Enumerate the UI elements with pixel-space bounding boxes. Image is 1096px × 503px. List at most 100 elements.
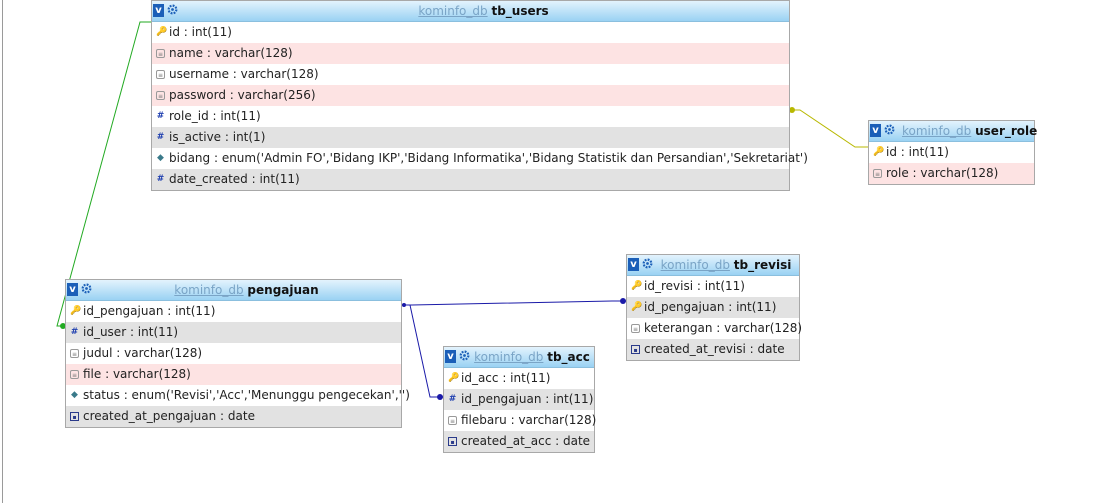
- table-header[interactable]: v kominfo_db tb_users: [152, 1, 789, 22]
- table-column-row[interactable]: ≡keterangan : varchar(128): [627, 318, 802, 339]
- table-header[interactable]: v kominfo_db tb_acc: [444, 347, 594, 368]
- database-name: kominfo_db: [902, 124, 972, 138]
- column-label: created_at_acc : date: [461, 434, 591, 448]
- column-label: created_at_revisi : date: [644, 342, 785, 356]
- table-tb-users[interactable]: v kominfo_db tb_users 🔑id : int(11) ≡ name…: [151, 0, 808, 191]
- collapse-toggle-icon[interactable]: v: [628, 258, 639, 271]
- table-header[interactable]: v kominfo_db user_role: [869, 121, 1038, 142]
- canvas-left-border: [2, 0, 3, 503]
- table-column-row[interactable]: ≡ judul : varchar(128): [66, 343, 401, 364]
- date-field-icon: ▪: [631, 345, 640, 354]
- table-name: tb_users: [491, 4, 549, 18]
- table-column-row[interactable]: # date_created : int(11): [152, 169, 789, 190]
- table-column-row[interactable]: 🔑id_acc : int(11): [444, 368, 594, 389]
- database-name: kominfo_db: [174, 283, 244, 297]
- table-title: kominfo_db tb_acc: [474, 350, 590, 364]
- collapse-toggle-icon[interactable]: v: [870, 124, 881, 137]
- column-list: 🔑id : int(11) ≡ name : varchar(128) ≡ userna…: [152, 22, 808, 190]
- column-label: id_revisi : int(11): [644, 279, 745, 293]
- column-label: is_active : int(1): [169, 130, 266, 144]
- table-header[interactable]: v kominfo_db pengajuan: [66, 280, 401, 301]
- table-tb-acc[interactable]: v kominfo_db tb_acc 🔑id_acc : int(11) # id…: [443, 346, 597, 453]
- column-list: 🔑id_acc : int(11) # id_pengajuan : int(11)…: [444, 368, 597, 452]
- table-name: user_role: [975, 124, 1038, 138]
- table-column-row[interactable]: ◆status : enum('Revisi','Acc','Menunggu …: [66, 385, 410, 406]
- column-label: role : varchar(128): [886, 166, 999, 180]
- table-column-row[interactable]: ≡ role : varchar(128): [869, 163, 1034, 184]
- collapse-toggle-icon[interactable]: v: [67, 283, 78, 296]
- column-label: username : varchar(128): [169, 67, 319, 81]
- table-column-row[interactable]: ≡password : varchar(256): [152, 85, 789, 106]
- numeric-field-icon: #: [156, 174, 165, 184]
- table-column-row[interactable]: ≡ filebaru : varchar(128): [444, 410, 597, 431]
- table-name: tb_revisi: [733, 258, 792, 272]
- relation-users-pengajuan-end: [60, 323, 66, 329]
- column-label: id_pengajuan : int(11): [83, 304, 216, 318]
- table-column-row[interactable]: ≡file : varchar(128): [66, 364, 401, 385]
- table-pengajuan[interactable]: v kominfo_db pengajuan 🔑id_pengajuan : i…: [65, 279, 410, 428]
- text-field-icon: ≡: [448, 416, 457, 425]
- column-label: id_acc : int(11): [461, 371, 551, 385]
- table-header[interactable]: v kominfo_db tb_revisi: [627, 255, 799, 276]
- table-name: pengajuan: [247, 283, 319, 297]
- collapse-toggle-icon[interactable]: v: [153, 4, 164, 17]
- table-column-row[interactable]: ▪ created_at_revisi : date: [627, 339, 799, 360]
- column-label: filebaru : varchar(128): [461, 413, 597, 427]
- column-label: judul : varchar(128): [83, 346, 203, 360]
- column-label: id : int(11): [169, 25, 232, 39]
- gear-icon[interactable]: [884, 124, 895, 135]
- table-column-row[interactable]: ▪created_at_acc : date: [444, 431, 594, 452]
- relation-pengajuan-revisi[interactable]: [402, 300, 626, 306]
- relation-pengajuan-acc[interactable]: [402, 304, 443, 398]
- column-label: id_pengajuan : int(11): [461, 392, 594, 406]
- gear-icon[interactable]: [642, 258, 653, 269]
- date-field-icon: ▪: [70, 412, 79, 421]
- primary-key-icon: 🔑: [156, 27, 168, 37]
- table-column-row[interactable]: 🔑id_revisi : int(11): [627, 276, 799, 297]
- table-column-row[interactable]: ◆bidang : enum('Admin FO','Bidang IKP','…: [152, 148, 808, 169]
- column-list: 🔑id : int(11) ≡ role : varchar(128): [869, 142, 1034, 184]
- table-column-row[interactable]: #id_user : int(11): [66, 322, 401, 343]
- table-column-row[interactable]: 🔑id_pengajuan : int(11): [627, 297, 799, 318]
- text-field-icon: ≡: [156, 49, 165, 58]
- collapse-toggle-icon[interactable]: v: [445, 350, 456, 363]
- table-tb-revisi[interactable]: v kominfo_db tb_revisi 🔑id_revisi : int(…: [626, 254, 802, 361]
- table-column-row[interactable]: 🔑id_pengajuan : int(11): [66, 301, 401, 322]
- enum-field-icon: ◆: [157, 153, 164, 163]
- column-label: id_pengajuan : int(11): [644, 300, 777, 314]
- table-user-role[interactable]: v kominfo_db user_role 🔑id : int(11) ≡ rol…: [868, 120, 1038, 185]
- text-field-icon: ≡: [70, 349, 79, 358]
- primary-key-icon: 🔑: [448, 373, 460, 383]
- numeric-field-icon: #: [156, 111, 165, 121]
- table-column-row[interactable]: # id_pengajuan : int(11): [444, 389, 594, 410]
- text-field-icon: ≡: [873, 169, 882, 178]
- gear-icon[interactable]: [167, 4, 178, 15]
- table-column-row[interactable]: # role_id : int(11): [152, 106, 789, 127]
- table-column-row[interactable]: ≡ username : varchar(128): [152, 64, 789, 85]
- column-list: 🔑id_revisi : int(11)🔑id_pengajuan : int(…: [627, 276, 802, 360]
- primary-key-icon: 🔑: [631, 281, 643, 291]
- column-label: file : varchar(128): [83, 367, 191, 381]
- relation-users-userrole[interactable]: [790, 109, 868, 148]
- table-column-row[interactable]: #is_active : int(1): [152, 127, 789, 148]
- numeric-field-icon: #: [448, 394, 457, 404]
- table-column-row[interactable]: 🔑id : int(11): [152, 22, 789, 43]
- column-label: id : int(11): [886, 145, 949, 159]
- table-title: kominfo_db tb_users: [182, 4, 785, 18]
- column-label: date_created : int(11): [169, 172, 300, 186]
- gear-icon[interactable]: [81, 283, 92, 294]
- table-column-row[interactable]: ▪ created_at_pengajuan : date: [66, 406, 401, 427]
- primary-key-icon: 🔑: [873, 147, 885, 157]
- table-column-row[interactable]: ≡ name : varchar(128): [152, 43, 789, 64]
- database-name: kominfo_db: [660, 258, 730, 272]
- column-label: role_id : int(11): [169, 109, 261, 123]
- text-field-icon: ≡: [631, 324, 640, 333]
- enum-field-icon: ◆: [71, 390, 78, 400]
- column-label: created_at_pengajuan : date: [83, 409, 255, 423]
- table-column-row[interactable]: 🔑id : int(11): [869, 142, 1034, 163]
- text-field-icon: ≡: [156, 70, 165, 79]
- gear-icon[interactable]: [459, 350, 470, 361]
- table-title: kominfo_db tb_revisi: [657, 258, 795, 272]
- column-label: name : varchar(128): [169, 46, 293, 60]
